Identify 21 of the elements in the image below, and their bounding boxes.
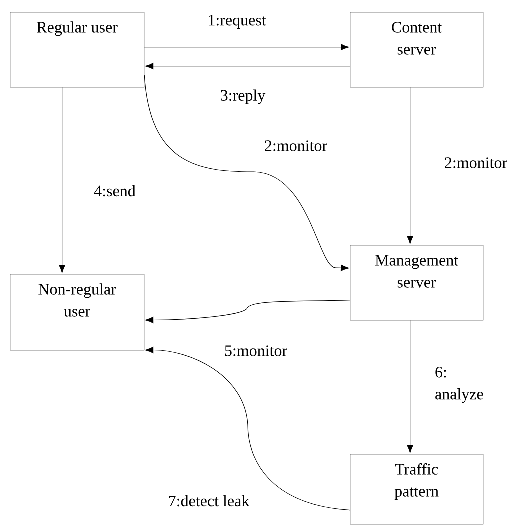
process-box: Management server bbox=[350, 245, 484, 321]
process-box: Traffic pattern bbox=[350, 454, 484, 525]
arrow bbox=[59, 87, 66, 274]
edge-label: 4:send bbox=[94, 185, 136, 197]
arrow bbox=[144, 75, 350, 272]
edge-label: 2:monitor bbox=[265, 140, 328, 152]
edge-label: 5:monitor bbox=[225, 346, 288, 356]
edge-label: 6: analyze bbox=[436, 367, 484, 404]
arrow bbox=[407, 87, 414, 244]
edge-label: 2:monitor bbox=[445, 158, 508, 168]
process-box: Non-regular user bbox=[10, 274, 145, 351]
arrow bbox=[407, 320, 414, 454]
arrow bbox=[146, 300, 350, 324]
edge-label: 3:reply bbox=[221, 90, 266, 104]
process-box: Regular user bbox=[10, 12, 145, 88]
edge-label: 7:detect leak bbox=[169, 495, 250, 507]
process-box: Content server bbox=[350, 12, 484, 88]
edge-label: 1:request bbox=[209, 15, 266, 29]
arrow bbox=[146, 63, 350, 70]
arrow bbox=[144, 44, 350, 51]
arrow bbox=[146, 346, 350, 511]
